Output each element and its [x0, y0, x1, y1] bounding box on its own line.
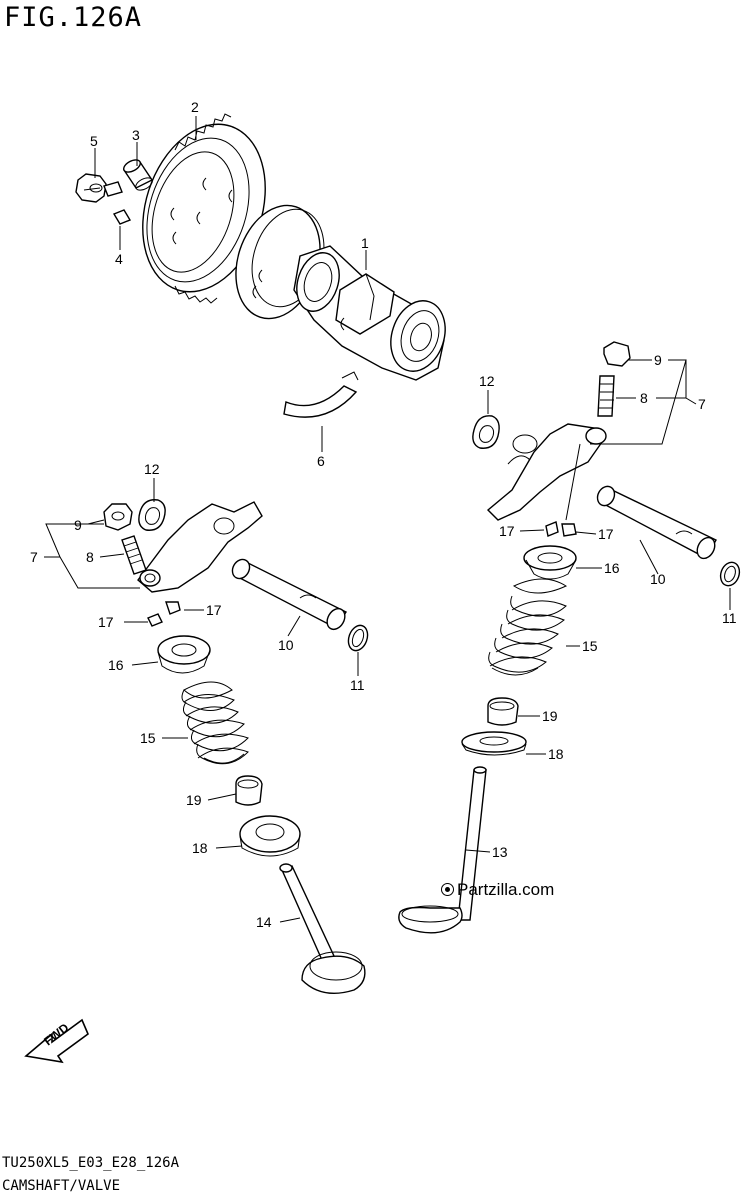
left-oil-seal-12: [138, 499, 166, 531]
left-spring-seat-18: [239, 815, 301, 857]
callout-10-right: 10: [650, 571, 666, 587]
right-adjusting-nut-part: [603, 341, 631, 367]
callout-6: 6: [317, 453, 325, 469]
left-cotter-17: [147, 601, 181, 627]
callout-2: 2: [191, 99, 199, 115]
right-oil-seal-12: [472, 415, 500, 449]
callout-12-right: 12: [479, 373, 495, 389]
figure-code: TU250XL5_E03_E28_126A: [2, 1155, 180, 1171]
left-adjusting-nut-part: [103, 503, 133, 531]
callout-7-right: 7: [698, 396, 706, 412]
callout-16-left: 16: [108, 657, 124, 673]
callout-17-left-b: 17: [98, 614, 114, 630]
figure-caption: CAMSHAFT/VALVE: [2, 1178, 121, 1194]
left-rocker-shaft-part: [231, 558, 348, 631]
callout-19-right: 19: [542, 708, 558, 724]
callout-9-right: 9: [654, 352, 662, 368]
right-spring-retainer-16: [523, 545, 577, 580]
fwd-arrow-icon: FWD: [24, 1018, 89, 1064]
right-cotter-17: [545, 521, 577, 537]
callout-12-left: 12: [144, 461, 160, 477]
left-adjusting-screw-part: [121, 535, 147, 575]
callout-1: 1: [361, 235, 369, 251]
callout-4: 4: [115, 251, 123, 267]
callout-labels: 2 3 5 4 1 6 12 9 8 7 17 17 10 11 16 15 1…: [30, 99, 737, 930]
figure-title: FIG.126A: [4, 2, 143, 33]
brand-logo-icon: [441, 883, 454, 896]
small-pin-part: [112, 209, 132, 225]
right-o-ring-11: [719, 561, 741, 587]
left-valve-seal-19: [235, 775, 263, 806]
callout-14: 14: [256, 914, 272, 930]
callout-11-right: 11: [722, 610, 737, 626]
right-valve-seal-19: [487, 697, 519, 726]
callout-16-right: 16: [604, 560, 620, 576]
callout-9-left: 9: [74, 517, 82, 533]
right-adjusting-screw-part: [597, 375, 615, 417]
callout-3: 3: [132, 127, 140, 143]
right-rocker-shaft-part: [596, 485, 717, 560]
callout-15-right: 15: [582, 638, 598, 654]
left-rocker-arm-part: [137, 501, 263, 593]
callout-13: 13: [492, 844, 508, 860]
watermark-text: Partzilla.com: [457, 880, 555, 899]
left-valve-spring-15: [181, 681, 249, 765]
dowel-pin-part: [122, 159, 154, 191]
sprocket-bolt-part: [75, 173, 123, 203]
callout-11-left: 11: [350, 677, 365, 693]
right-valve-spring-15: [488, 578, 568, 676]
callout-5: 5: [90, 133, 98, 149]
callout-7-left: 7: [30, 549, 38, 565]
callout-8-right: 8: [640, 390, 648, 406]
left-o-ring-11: [347, 624, 369, 652]
retainer-clip-part: [283, 371, 359, 418]
callout-10-left: 10: [278, 637, 294, 653]
callout-18-left: 18: [192, 840, 208, 856]
left-spring-retainer-16: [157, 635, 211, 674]
camshaft-part: [235, 204, 446, 381]
callout-17-right-a: 17: [499, 523, 515, 539]
callout-19-left: 19: [186, 792, 202, 808]
leader-lines: [44, 116, 731, 923]
right-rocker-arm-part: [486, 423, 607, 521]
callout-8-left: 8: [86, 549, 94, 565]
callout-15-left: 15: [140, 730, 156, 746]
left-valve-14: [279, 863, 366, 994]
right-valve-13: [398, 766, 487, 934]
right-spring-seat-18: [461, 731, 527, 756]
partzilla-watermark: Partzilla.com: [441, 880, 554, 900]
callout-17-left-a: 17: [206, 602, 222, 618]
callout-17-right-b: 17: [598, 526, 614, 542]
callout-18-right: 18: [548, 746, 564, 762]
